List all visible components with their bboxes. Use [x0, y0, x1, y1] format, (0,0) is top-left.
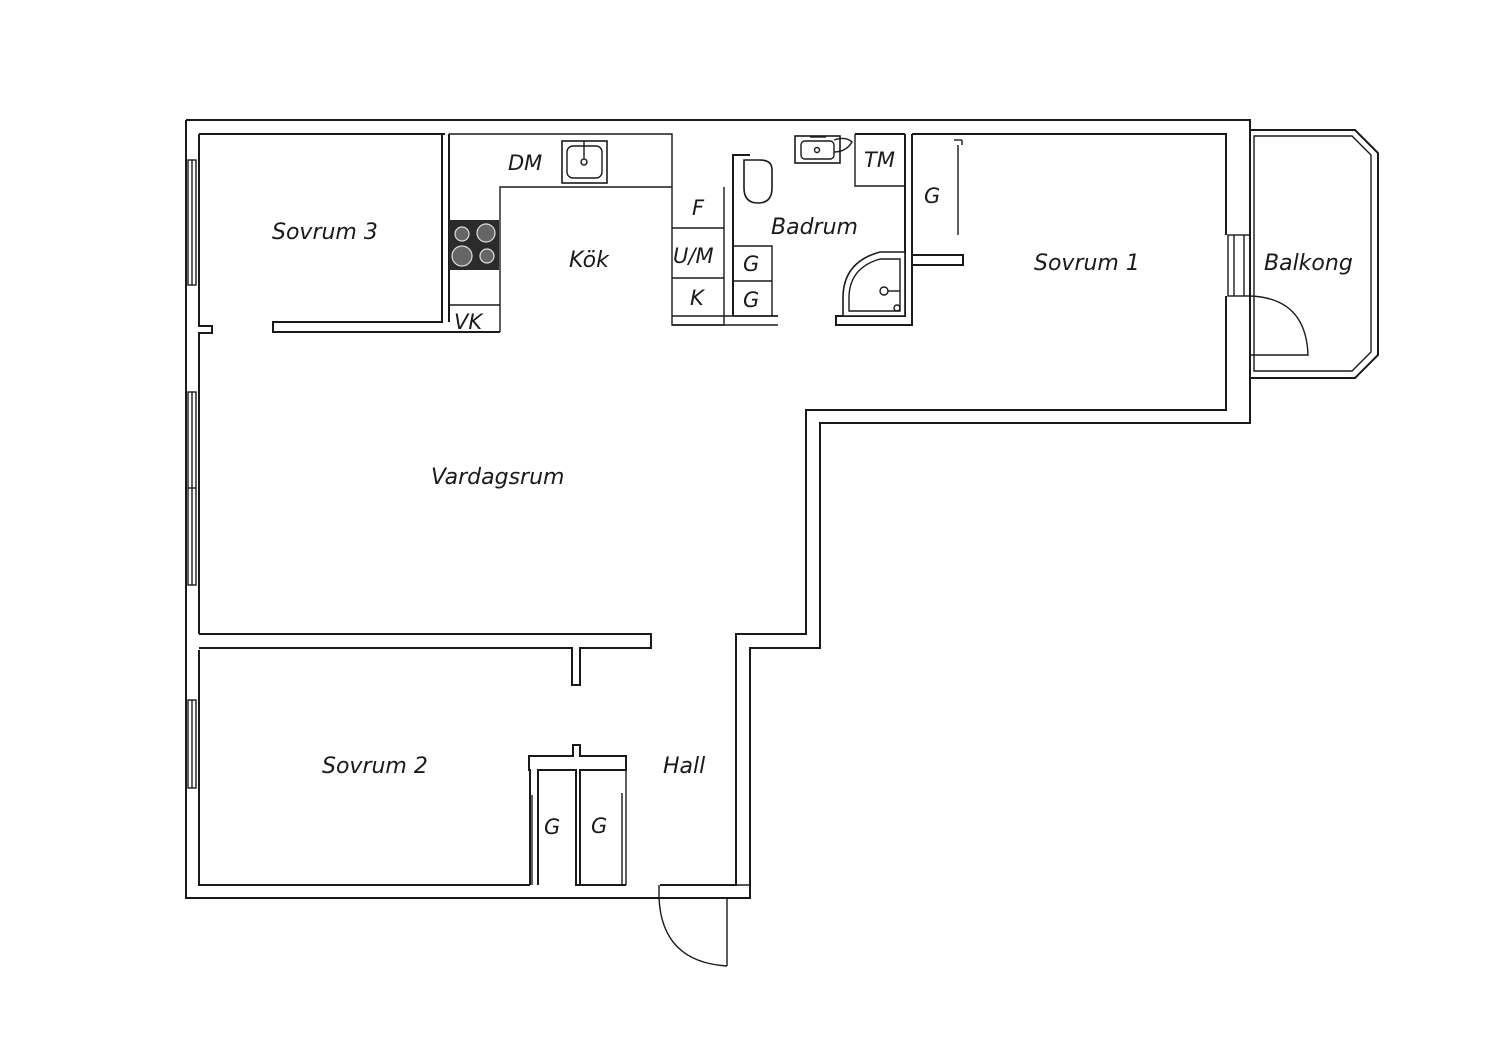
fixture-label-g-hall-2: G [591, 814, 607, 838]
fixture-label-tm: TM [864, 148, 895, 172]
fixture-label-g-bath-1: G [743, 252, 759, 276]
room-label-vardagsrum: Vardagsrum [431, 465, 564, 490]
toilet-icon [743, 159, 773, 204]
fixture-label-k: K [690, 286, 706, 310]
fixture-label-vk: VK [454, 310, 484, 334]
fixture-label-g-bath-2: G [743, 288, 759, 312]
room-label-badrum: Badrum [771, 215, 858, 240]
shower-icon [842, 251, 906, 317]
fixture-label-g-sovrum-1: G [924, 184, 940, 208]
fixture-label-g-hall-1: G [544, 815, 560, 839]
balcony [1227, 129, 1379, 379]
stove-icon [449, 220, 499, 270]
room-label-balkong: Balkong [1264, 251, 1353, 276]
sovrum-1-walls [912, 133, 965, 266]
room-label-sovrum-1: Sovrum 1 [1034, 251, 1140, 276]
kitchen [449, 133, 778, 332]
entrance-door [658, 884, 750, 967]
room-label-kok: Kök [569, 248, 610, 273]
room-label-sovrum-3: Sovrum 3 [272, 220, 378, 245]
fixture-label-dm: DM [508, 151, 542, 175]
windows-left [187, 159, 197, 789]
sovrum-2-walls [199, 633, 652, 886]
room-label-hall: Hall [663, 754, 705, 779]
bathroom [732, 134, 913, 326]
fixture-label-f: F [692, 196, 705, 220]
fixture-label-um: U/M [673, 244, 714, 268]
room-label-sovrum-2: Sovrum 2 [322, 754, 428, 779]
